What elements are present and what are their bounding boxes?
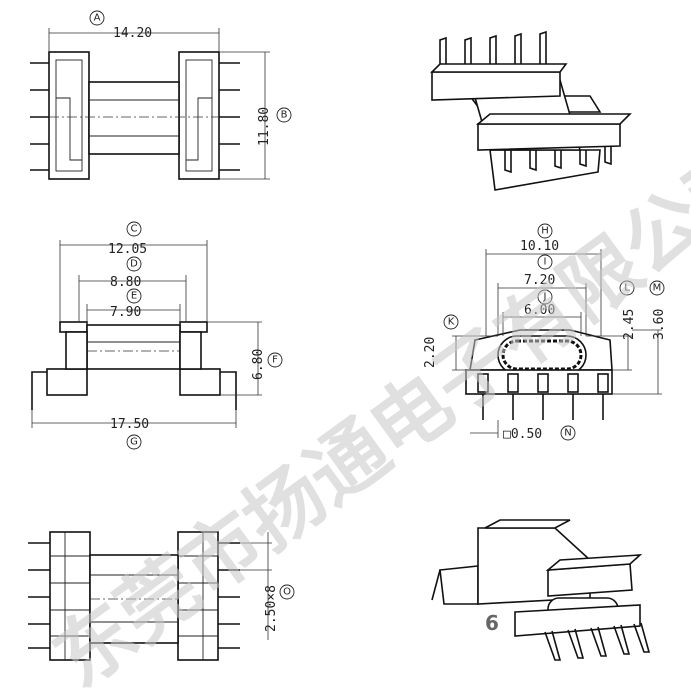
callout-circle — [267, 352, 283, 368]
dimension-value: 2.45 — [622, 309, 637, 340]
dimension-n: N □0.50 — [503, 425, 576, 442]
callout-circle — [649, 280, 665, 296]
callout-circle — [89, 10, 105, 26]
dimension-value: 14.20 — [113, 26, 152, 41]
isometric-view-top — [430, 30, 632, 191]
callout-circle — [537, 254, 553, 270]
callout-circle — [126, 256, 142, 272]
callout-letter: A — [94, 13, 101, 24]
callout-letter: L — [624, 283, 630, 294]
dimension-value: 12.05 — [108, 242, 147, 257]
callout-circle — [276, 107, 292, 123]
dimension-f: F 6.80 — [251, 349, 283, 380]
callout-circle — [537, 289, 553, 305]
dimension-g: G 17.50 — [110, 417, 149, 450]
callout-circle — [126, 221, 142, 237]
dimension-j: J6.00 — [524, 289, 555, 318]
dimension-a: A 14.20 — [89, 10, 152, 41]
dimension-value: 2.50×8 — [264, 585, 279, 632]
isometric-view-bottom — [431, 519, 651, 661]
callout-letter: M — [653, 283, 662, 294]
dimension-value: 11.80 — [257, 107, 272, 146]
page-number: 6 — [485, 611, 499, 635]
callout-letter: G — [130, 437, 138, 448]
dimension-b: B 11.80 — [257, 107, 292, 146]
callout-circle — [126, 288, 142, 304]
dimension-value: 3.60 — [652, 309, 667, 340]
dimension-c: C 12.05 — [108, 221, 147, 257]
callout-letter: I — [544, 257, 547, 268]
dimension-value: 8.80 — [110, 275, 141, 290]
callout-circle — [560, 425, 576, 441]
dimension-i: I 7.20 — [524, 254, 555, 288]
bottom-view — [28, 531, 272, 661]
dimension-e: E 7.90 — [110, 288, 142, 320]
callout-letter: E — [131, 291, 137, 302]
dimension-value: 6.80 — [251, 349, 266, 380]
callout-circle — [443, 314, 459, 330]
dimension-value: 6.00 — [524, 303, 555, 318]
dimension-value: 10.10 — [520, 239, 559, 254]
dimension-value: 17.50 — [110, 417, 149, 432]
dimension-o: O 2.50×8 — [264, 584, 295, 632]
front-view — [452, 249, 662, 438]
callout-circle — [537, 223, 553, 239]
callout-circle — [126, 434, 142, 450]
dimension-value: 7.90 — [110, 305, 141, 320]
callout-letter: N — [564, 428, 571, 439]
callout-letter: H — [541, 226, 549, 237]
callout-letter: B — [281, 110, 288, 121]
callout-letter: C — [131, 224, 138, 235]
callout-circle — [619, 280, 635, 296]
top-view — [30, 28, 270, 180]
dimension-value: 7.20 — [524, 273, 555, 288]
callout-letter: K — [448, 317, 455, 328]
callout-letter: F — [272, 355, 278, 366]
callout-circle — [279, 584, 295, 600]
dimension-h: H 10.10 — [520, 223, 559, 254]
dimension-m: M 3.60 — [649, 280, 667, 340]
side-view — [31, 240, 262, 428]
dimension-value: 2.20 — [423, 337, 438, 368]
callout-letter: O — [283, 587, 291, 598]
dimension-d: D 8.80 — [110, 256, 142, 290]
dimension-l: L 2.45 — [619, 280, 637, 340]
dimension-value: □0.50 — [503, 427, 542, 442]
callout-letter: J — [543, 292, 547, 303]
callout-letter: D — [130, 259, 138, 270]
dimension-k: K 2.20 — [423, 314, 459, 368]
